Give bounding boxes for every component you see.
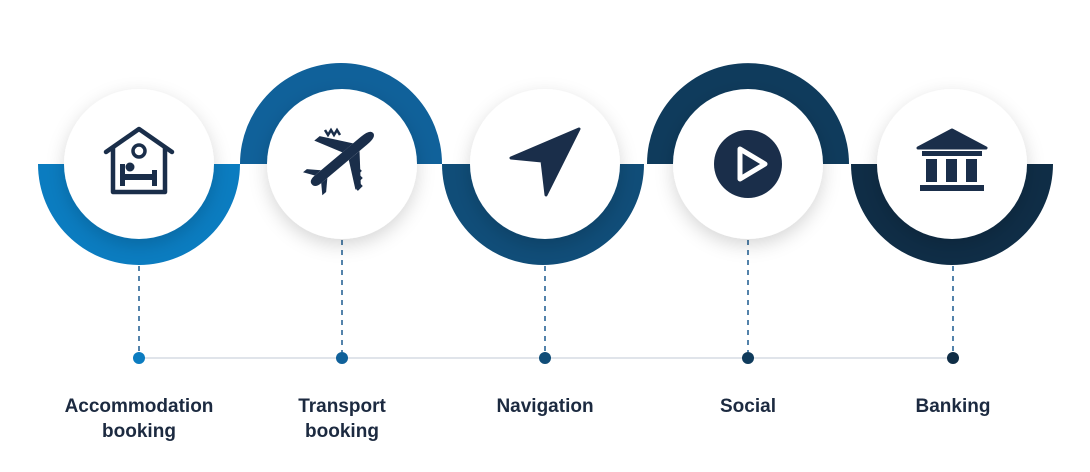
timeline-dot-social — [742, 352, 754, 364]
step-label-social: Social — [638, 394, 858, 419]
play-icon — [714, 130, 782, 198]
timeline-dot-transport — [336, 352, 348, 364]
step-label-transport: Transport booking — [232, 394, 452, 444]
step-label-line: Social — [720, 396, 776, 417]
airplane-trail-icon — [323, 127, 363, 191]
step-label-line: Navigation — [496, 396, 594, 417]
navigation-arrow-icon — [509, 127, 581, 197]
step-label-banking: Banking — [843, 394, 1063, 419]
step-label-line: Banking — [915, 396, 991, 417]
step-label-accommodation: Accommodation booking — [29, 394, 249, 444]
step-label-line: booking — [102, 421, 176, 442]
timeline-dot-banking — [947, 352, 959, 364]
timeline-dot-navigation — [539, 352, 551, 364]
step-circle-accommodation — [64, 89, 214, 239]
bank-icon — [916, 128, 988, 191]
hotel-bed-icon — [103, 126, 175, 195]
step-label-line: Transport — [298, 396, 386, 417]
step-label-line: booking — [305, 421, 379, 442]
timeline-dot-accommodation — [133, 352, 145, 364]
step-label-line: Accommodation — [64, 396, 214, 417]
step-label-navigation: Navigation — [435, 394, 655, 419]
